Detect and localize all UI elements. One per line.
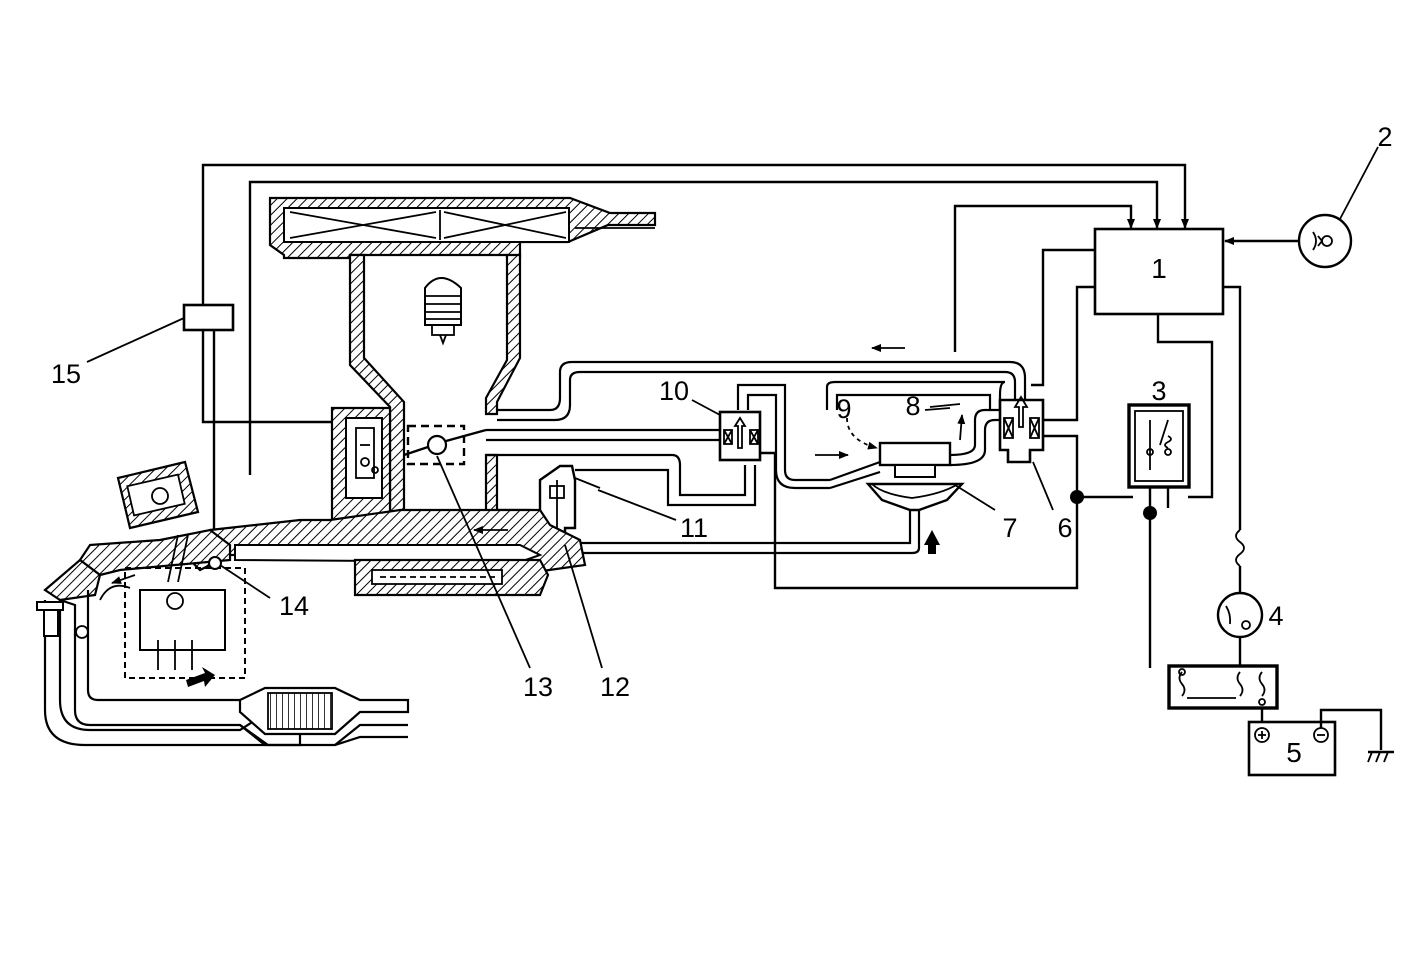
relay-icon [1127,403,1191,489]
label-3: 3 [1151,376,1166,406]
fuse-icon [1235,529,1245,594]
part-labels: 1 2 3 4 5 6 7 8 9 10 11 12 13 14 15 [51,122,1393,768]
air-cleaner-housing [268,196,657,524]
purge-valve-icon [998,395,1045,464]
vacuum-canister-icon [575,441,965,555]
label-10: 10 [659,376,689,406]
flow-arrows [111,344,966,584]
throttle-body [330,406,392,524]
label-11: 11 [680,513,708,543]
label-12: 12 [600,672,630,702]
leader-lines [86,317,1054,669]
label-13: 13 [523,672,553,702]
fuse-block-icon [1167,664,1279,722]
vacuum-hoses [486,360,1027,507]
label-6: 6 [1057,513,1072,543]
exhaust-catalyst-icon [238,686,410,747]
label-8: 8 [905,391,920,421]
ground-symbol-icon [1367,750,1394,763]
sensor-14-icon [208,556,222,570]
signal-wires [201,163,1300,540]
sensor-gauge-icon [1297,146,1379,269]
label-1: 1 [1151,253,1167,284]
label-7: 7 [1002,513,1017,543]
throttle-sensor-icon [403,424,487,466]
battery-icon [1247,708,1383,777]
label-9: 9 [836,394,851,424]
label-2: 2 [1377,122,1392,152]
junction-dot [1143,506,1157,520]
label-15: 15 [51,359,81,389]
intake-manifold [178,508,587,597]
map-sensor-icon [182,303,235,332]
label-14: 14 [279,591,309,621]
label-5: 5 [1286,737,1302,768]
warning-lamp-icon [1216,591,1264,668]
filter-element-icon [424,277,462,346]
junction-dot [1070,490,1084,504]
label-4: 4 [1268,601,1283,631]
solenoid-valve-icon [718,410,762,462]
spark-plug-icon [36,601,89,639]
